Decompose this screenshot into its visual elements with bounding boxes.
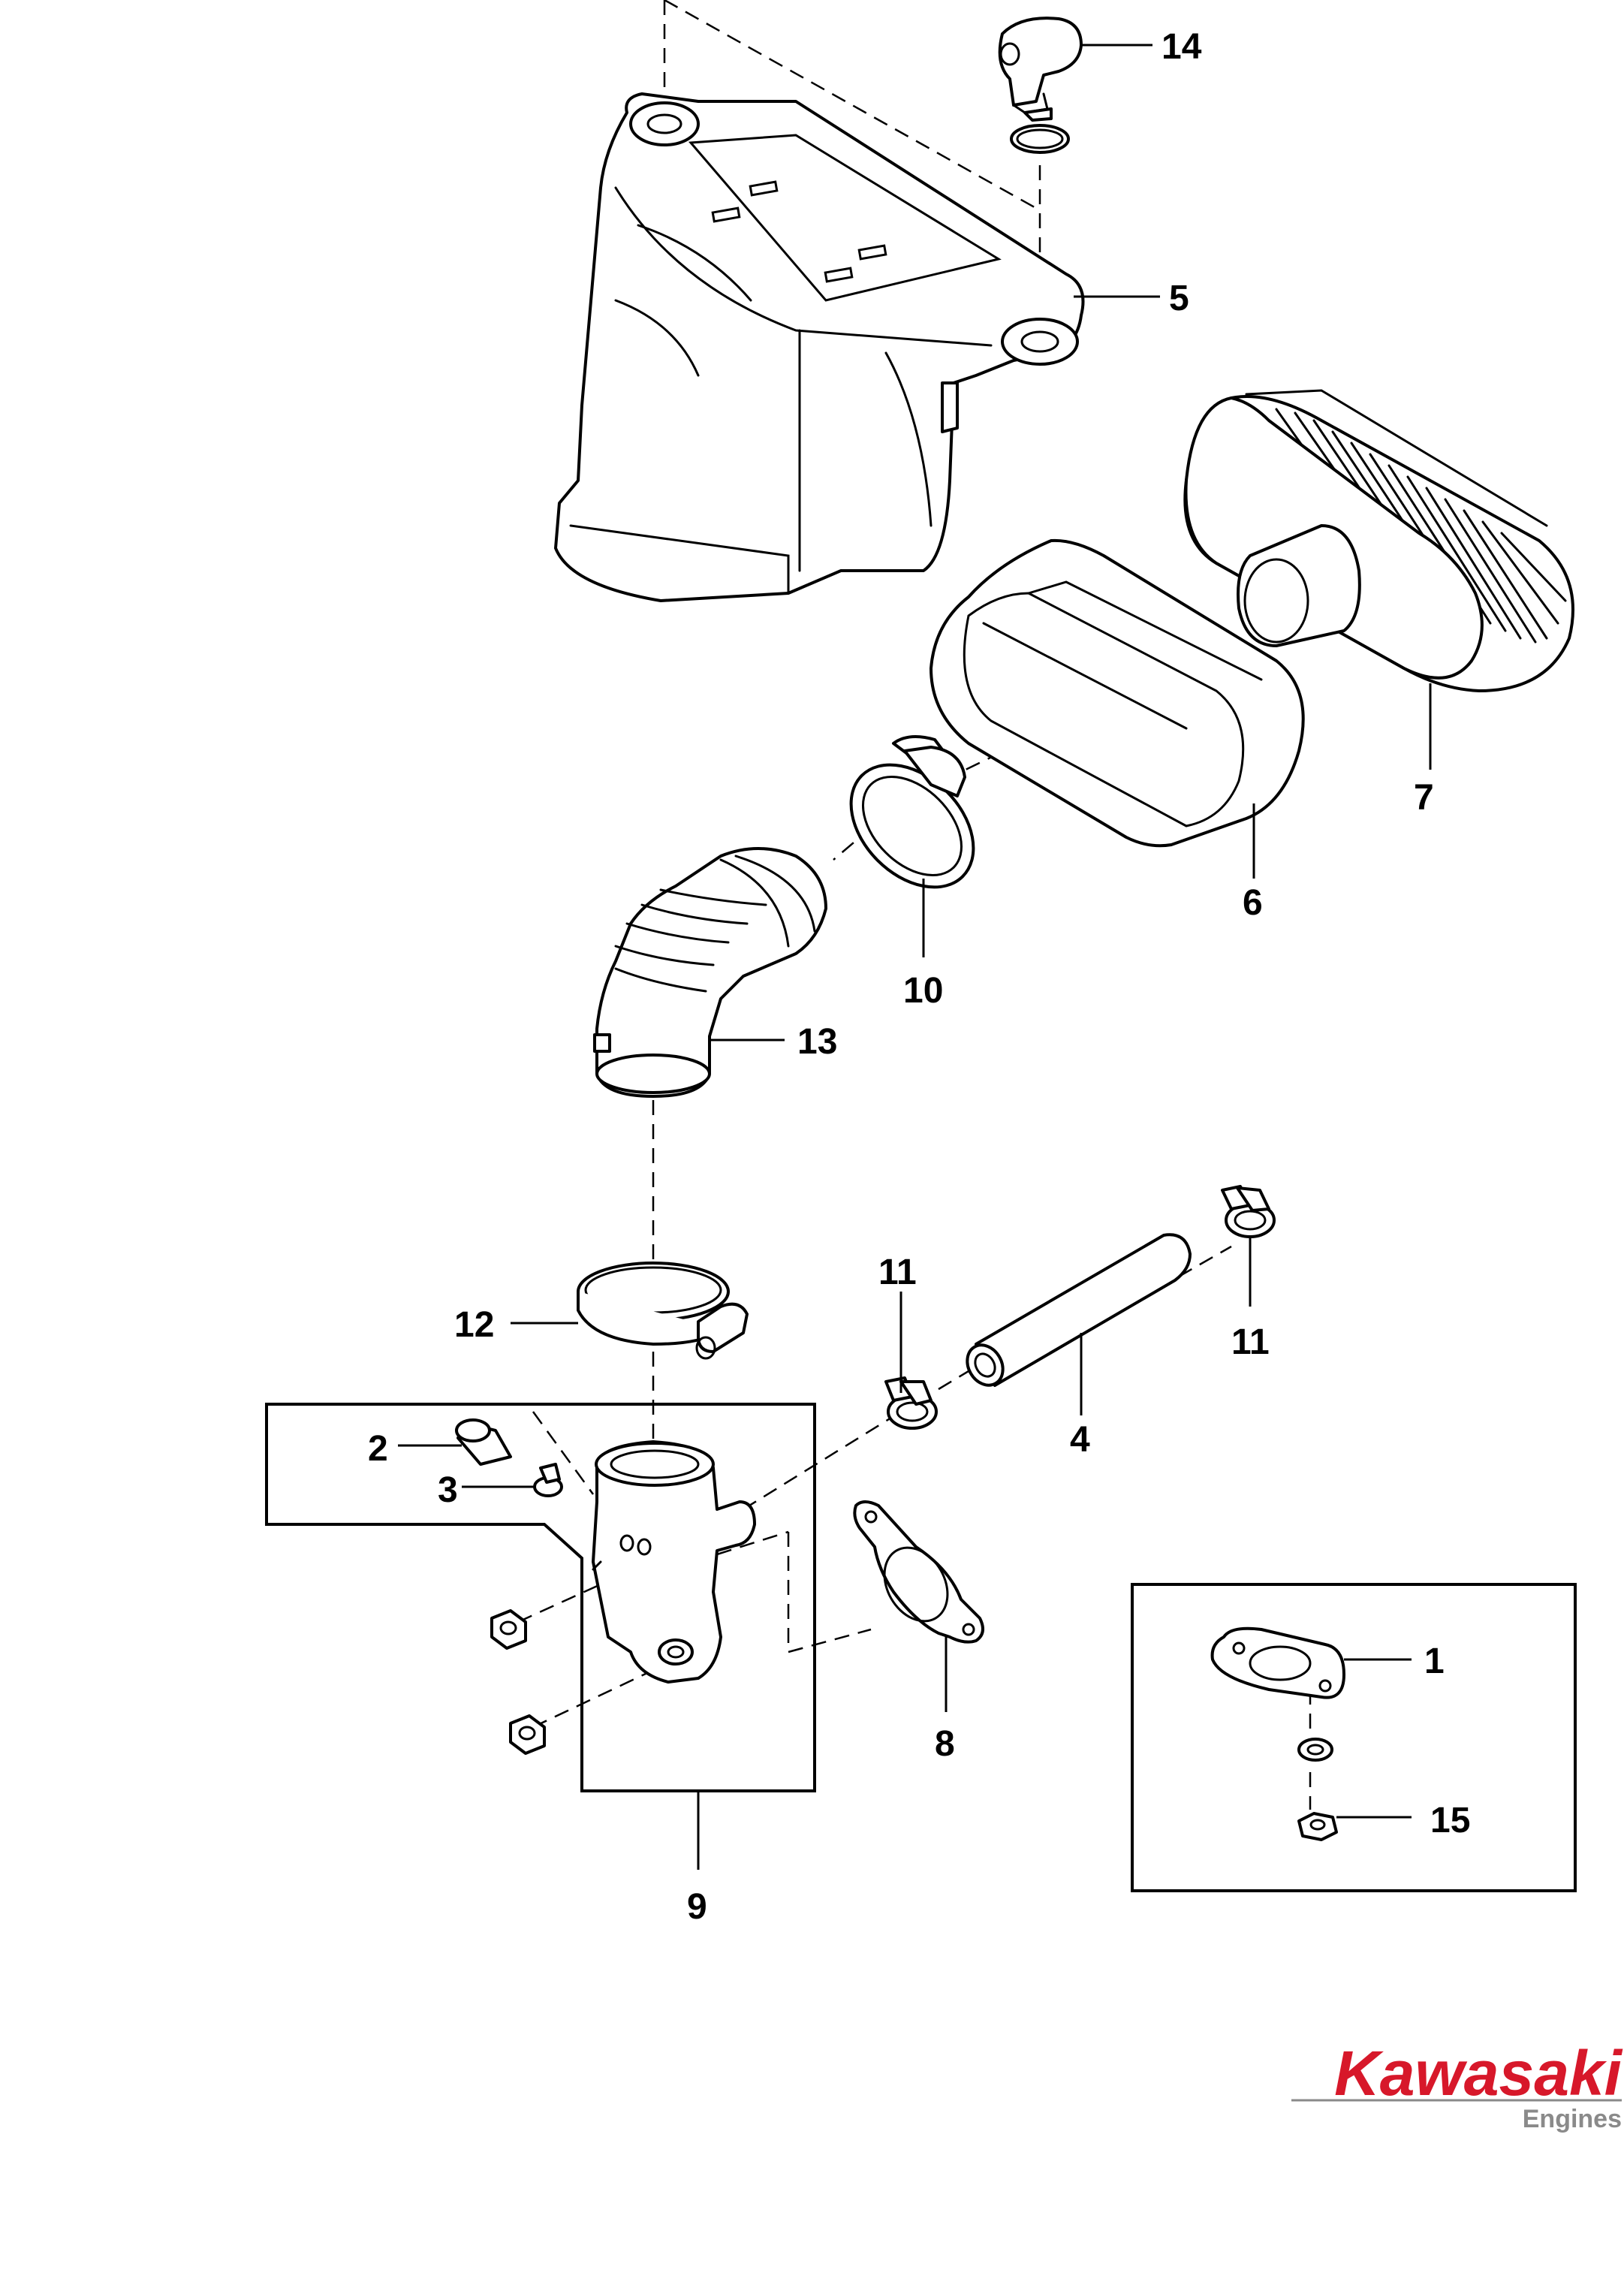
cover-knob <box>998 17 1083 122</box>
callout-1: 1 <box>1424 1641 1445 1681</box>
callout-12: 12 <box>454 1305 494 1345</box>
callout-5: 5 <box>1169 279 1189 318</box>
washer <box>1297 1738 1333 1762</box>
nut-upper <box>490 1609 527 1650</box>
callout-11-right: 11 <box>1231 1322 1270 1362</box>
callout-2: 2 <box>368 1429 388 1469</box>
callout-7: 7 <box>1414 778 1434 818</box>
hose-clip-11-right <box>1221 1185 1276 1238</box>
kawasaki-logo: Kawasaki Engines <box>1291 2038 1623 2133</box>
assembly-box-9 <box>265 1403 816 1792</box>
callout-15: 15 <box>1430 1801 1470 1840</box>
callout-11-left: 11 <box>878 1253 917 1292</box>
logo-subtitle-text: Engines <box>1523 2105 1622 2133</box>
o-ring <box>1010 124 1070 154</box>
callout-labels: 14 5 7 6 10 13 11 11 4 12 2 3 8 9 1 15 <box>368 27 1470 1927</box>
hose-clamp-12 <box>577 1262 749 1360</box>
pre-cleaner-foam <box>930 538 1305 848</box>
callout-9: 9 <box>687 1887 707 1927</box>
small-pipe <box>455 1418 512 1466</box>
nut-15 <box>1297 1812 1338 1841</box>
callout-4: 4 <box>1070 1420 1090 1460</box>
callout-13: 13 <box>797 1022 837 1062</box>
callout-10: 10 <box>903 971 943 1011</box>
callout-6: 6 <box>1243 883 1263 923</box>
hose-clamp-10 <box>849 735 975 889</box>
leader-lines <box>398 44 1432 1870</box>
elbow-hose <box>593 847 827 1098</box>
gasket-1 <box>1210 1626 1345 1699</box>
air-cleaner-cover <box>554 92 1085 602</box>
intake-elbow <box>592 1440 756 1684</box>
gasket-8 <box>853 1500 984 1644</box>
nut-lower <box>509 1714 546 1755</box>
callout-8: 8 <box>935 1724 955 1764</box>
logo-brand-text: Kawasaki <box>1334 2038 1623 2109</box>
tiny-clip <box>533 1463 563 1497</box>
callout-3: 3 <box>438 1470 458 1510</box>
air-filter-element <box>1183 389 1574 692</box>
detail-box <box>1131 1583 1577 1892</box>
callout-14: 14 <box>1162 27 1202 67</box>
hose-clip-11-left <box>884 1376 938 1430</box>
breather-hose <box>966 1233 1192 1387</box>
